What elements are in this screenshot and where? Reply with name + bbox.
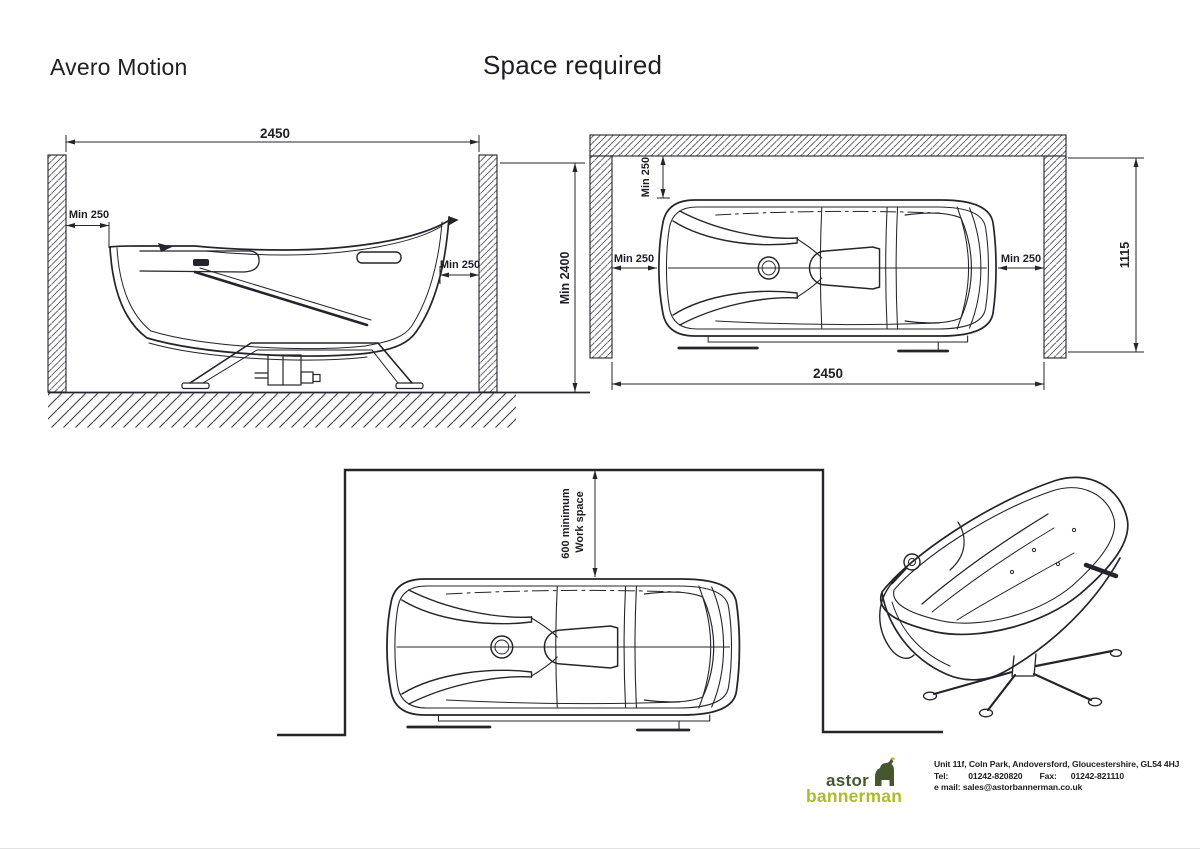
- dim-gap-top: [657, 156, 670, 199]
- bath-plan-view: [657, 198, 998, 353]
- contact-details: Unit 11f, Coln Park, Andoversford, Glouc…: [934, 756, 1179, 794]
- page-title: Space required: [483, 50, 663, 80]
- side-elevation-diagram: 2450 Min 250 Min 250 Min 2400: [47, 126, 590, 428]
- label-gap-top: Min 250: [640, 157, 652, 197]
- base-frame: [922, 648, 1123, 718]
- dim-overall-width: [65, 135, 480, 152]
- dim-min-height: [500, 162, 585, 392]
- email-label: e mail:: [934, 782, 961, 792]
- tel-number: 01242-820820: [968, 770, 1023, 781]
- floor-hatch: [48, 393, 516, 428]
- plan-view-alcove-diagram: Min 250 Min 250 Min 250 1115 2450: [589, 134, 1144, 390]
- fax-label: Fax:: [1039, 770, 1057, 781]
- bath-plan-view: [385, 577, 741, 732]
- tub-logo-mark: [193, 259, 209, 266]
- logo-text-bannerman: bannerman: [806, 786, 903, 806]
- product-title: Avero Motion: [50, 54, 188, 80]
- bath-side-view: [109, 216, 459, 390]
- label-overall-width: 2450: [813, 366, 843, 381]
- dim-depth: [1068, 157, 1144, 353]
- elephant-icon: [875, 757, 896, 786]
- label-gap-left: Min 250: [614, 253, 654, 265]
- tel-fax-line: Tel: 01242-820820 Fax: 01242-821110: [934, 771, 1179, 783]
- wall-left-hatch: [47, 154, 67, 393]
- control-box: [254, 354, 321, 386]
- pedestal: [181, 342, 424, 390]
- label-gap-right: Min 250: [440, 259, 480, 271]
- astor-bannerman-logo: astor bannerman: [806, 756, 924, 807]
- footer: astor bannerman Unit 11f, Coln Park, And…: [806, 756, 1179, 807]
- address-line: Unit 11f, Coln Park, Andoversford, Glouc…: [934, 759, 1180, 769]
- plan-view-workspace-diagram: 600 minimum Work space: [277, 468, 943, 737]
- wall-right-hatch: [1043, 155, 1067, 359]
- grab-handle: [356, 251, 402, 264]
- wall-right-hatch: [478, 154, 498, 393]
- grab-rail: [1083, 562, 1119, 579]
- dim-overall-width: [611, 362, 1045, 390]
- wall-left-hatch: [589, 155, 613, 359]
- label-gap-right: Min 250: [1001, 253, 1041, 265]
- dim-gap-left: [66, 222, 110, 248]
- fax-number: 01242-821110: [1070, 770, 1125, 781]
- isometric-view: [879, 476, 1129, 718]
- wall-top-hatch: [589, 134, 1067, 157]
- label-depth: 1115: [1118, 242, 1132, 268]
- tel-label: Tel:: [934, 770, 949, 781]
- shower-handset: [879, 553, 921, 660]
- label-min-height: Min 2400: [558, 252, 572, 305]
- room-outline: [277, 468, 943, 737]
- label-workspace: 600 minimum Work space: [560, 485, 586, 558]
- logo-text-astor: astor: [826, 771, 870, 790]
- email-address: sales@astorbannerman.co.uk: [962, 782, 1083, 792]
- label-gap-left: Min 250: [69, 209, 109, 221]
- label-overall-width: 2450: [260, 126, 290, 141]
- email-line: e mail: sales@astorbannerman.co.uk: [934, 782, 1179, 794]
